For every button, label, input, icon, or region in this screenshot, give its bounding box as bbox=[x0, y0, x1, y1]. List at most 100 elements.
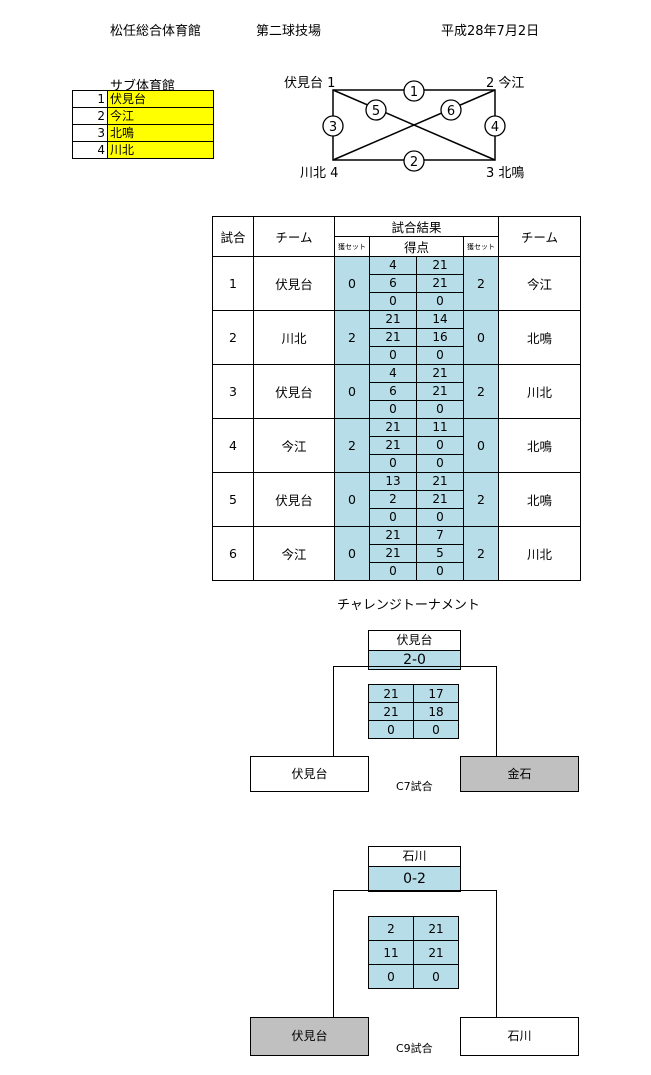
match-marker: 2 bbox=[403, 150, 425, 172]
score-b: 16 bbox=[416, 328, 464, 347]
team-a: 川北 bbox=[253, 310, 335, 365]
team-a: 伏見台 bbox=[253, 364, 335, 419]
corner-label-tl: 伏見台 1 bbox=[284, 76, 335, 91]
sets-b: 0 bbox=[463, 310, 499, 365]
sets-b: 2 bbox=[463, 256, 499, 311]
match-result: 2-0 bbox=[369, 650, 460, 669]
score-b: 0 bbox=[416, 454, 464, 473]
match-number: 6 bbox=[212, 526, 254, 581]
team-num: 1 bbox=[72, 90, 108, 108]
sets-b: 2 bbox=[463, 526, 499, 581]
sets-a: 0 bbox=[334, 472, 370, 527]
team-num: 2 bbox=[72, 107, 108, 125]
court-title: 第二球技場 bbox=[256, 24, 322, 39]
score-b: 21 bbox=[416, 472, 464, 491]
corner-label-br: 3 北鳴 bbox=[486, 166, 524, 181]
team-name: 川北 bbox=[107, 141, 214, 159]
winner-name: 石川 bbox=[369, 847, 460, 866]
score-b: 21 bbox=[416, 364, 464, 383]
score-a: 0 bbox=[369, 454, 417, 473]
header-match: 試合 bbox=[212, 216, 254, 257]
team-b: 北鳴 bbox=[498, 418, 581, 473]
sets-b: 0 bbox=[463, 418, 499, 473]
score-a: 21 bbox=[369, 418, 417, 437]
match-number: 4 bbox=[212, 418, 254, 473]
score-b: 0 bbox=[416, 346, 464, 365]
svg-text:1: 1 bbox=[410, 85, 418, 100]
match-marker: 3 bbox=[322, 115, 344, 137]
score-b: 11 bbox=[416, 418, 464, 437]
team-box-left: 伏見台 bbox=[250, 756, 369, 792]
score-b: 0 bbox=[416, 436, 464, 455]
bracket-winner-box: 伏見台 2-0 bbox=[368, 630, 461, 670]
header-sets-b: 獲セット bbox=[463, 236, 499, 257]
score-b: 21 bbox=[416, 382, 464, 401]
score-b: 21 bbox=[416, 256, 464, 275]
score-a: 0 bbox=[369, 508, 417, 527]
svg-text:5: 5 bbox=[372, 104, 380, 119]
score-b: 21 bbox=[416, 490, 464, 509]
team-b: 北鳴 bbox=[498, 472, 581, 527]
sets-b: 2 bbox=[463, 364, 499, 419]
header-sets-a: 獲セット bbox=[334, 236, 370, 257]
score-a: 21 bbox=[369, 544, 417, 563]
header-team-a: チーム bbox=[253, 216, 335, 257]
match-label: C7試合 bbox=[396, 780, 433, 793]
score-a: 21 bbox=[369, 328, 417, 347]
match-marker: 5 bbox=[365, 99, 387, 121]
svg-text:6: 6 bbox=[447, 104, 455, 119]
team-a: 伏見台 bbox=[253, 472, 335, 527]
header-result: 試合結果 bbox=[334, 216, 499, 237]
header-team-b: チーム bbox=[498, 216, 581, 257]
score-b: 0 bbox=[416, 292, 464, 311]
corner-label-tr: 2 今江 bbox=[486, 75, 524, 91]
sets-a: 0 bbox=[334, 256, 370, 311]
corner-label-bl: 川北 4 bbox=[300, 166, 338, 181]
match-marker: 4 bbox=[484, 115, 506, 137]
team-num: 3 bbox=[72, 124, 108, 142]
score-b: 14 bbox=[416, 310, 464, 329]
bracket-winner-box: 石川 0-2 bbox=[368, 846, 461, 892]
score-a: 13 bbox=[369, 472, 417, 491]
match-label: C9試合 bbox=[396, 1042, 433, 1055]
team-b: 川北 bbox=[498, 526, 581, 581]
match-number: 5 bbox=[212, 472, 254, 527]
team-name: 今江 bbox=[107, 107, 214, 125]
score-b: 21 bbox=[416, 274, 464, 293]
team-box-right: 金石 bbox=[460, 756, 579, 792]
score-b: 5 bbox=[416, 544, 464, 563]
team-b: 北鳴 bbox=[498, 310, 581, 365]
match-marker: 6 bbox=[440, 99, 462, 121]
venue-title: 松任総合体育館 bbox=[110, 24, 202, 39]
svg-text:2: 2 bbox=[410, 155, 418, 170]
team-a: 今江 bbox=[253, 418, 335, 473]
match-number: 2 bbox=[212, 310, 254, 365]
score-a: 0 bbox=[369, 400, 417, 419]
sets-a: 2 bbox=[334, 418, 370, 473]
header-points: 得点 bbox=[369, 236, 464, 257]
round-robin-diagram: 伏見台 1 2 今江 川北 4 3 北鳴 1 2 3 4 5 6 bbox=[284, 75, 524, 181]
diagonal-line bbox=[332, 89, 496, 161]
score-b: 7 bbox=[416, 526, 464, 545]
